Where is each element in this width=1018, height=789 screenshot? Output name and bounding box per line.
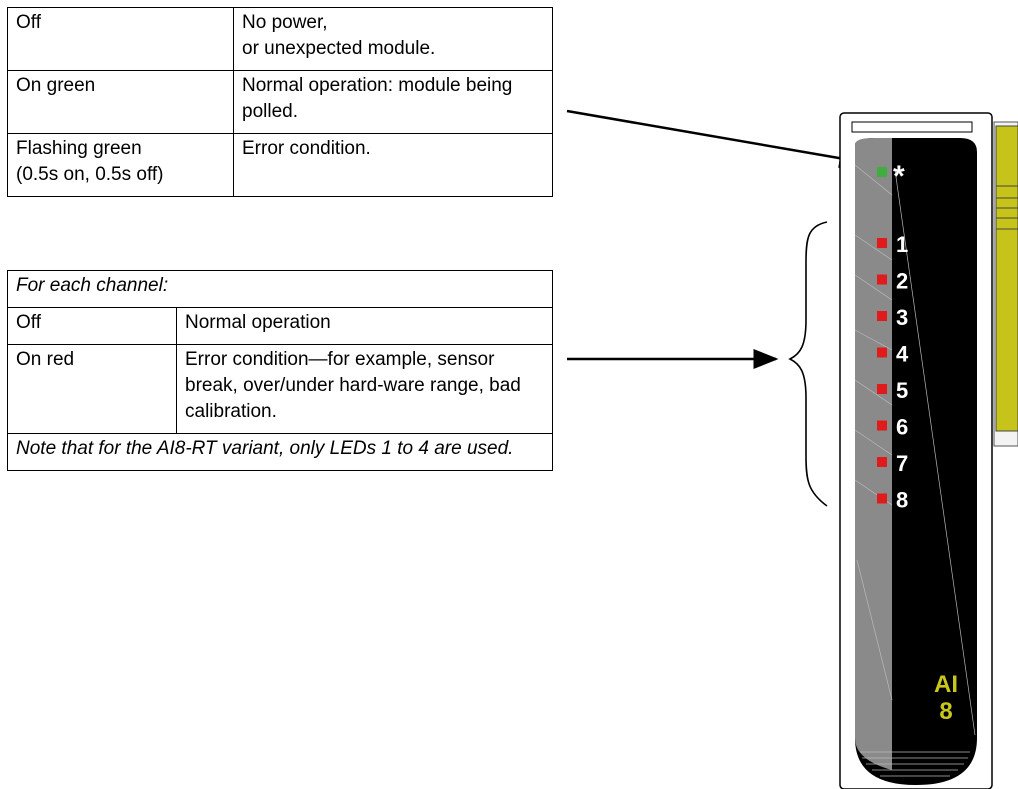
- model-label-line1: AI: [934, 671, 958, 698]
- table-row: Off Normal operation: [7, 307, 553, 345]
- table-row: Off No power, or unexpected module.: [7, 7, 553, 71]
- channel-led-2: [877, 274, 887, 285]
- table-row: On red Error condition—for example, sens…: [7, 344, 553, 434]
- channel-label-7: 7: [896, 451, 908, 476]
- channel-label-8: 8: [896, 488, 908, 513]
- table-row: Flashing green (0.5s on, 0.5s off) Error…: [7, 133, 553, 197]
- state-cell: On red: [7, 344, 177, 434]
- model-label-line2: 8: [939, 698, 952, 725]
- channel-led-table: For each channel: Off Normal operation O…: [7, 270, 553, 471]
- channel-label-4: 4: [896, 342, 909, 367]
- table-row: On green Normal operation: module being …: [7, 70, 553, 134]
- table-header: For each channel:: [7, 270, 553, 308]
- channel-led-5: [877, 384, 887, 394]
- adjacent-module: [993, 121, 1018, 447]
- table-note: Note that for the AI8-RT variant, only L…: [7, 433, 553, 471]
- state-cell: Off: [7, 7, 234, 71]
- meaning-text: Error condition.: [242, 138, 371, 159]
- channel-led-3: [877, 311, 887, 321]
- table-note-row: Note that for the AI8-RT variant, only L…: [7, 433, 553, 471]
- channel-label-1: 1: [896, 232, 908, 257]
- channel-label-3: 3: [896, 305, 908, 330]
- module-side-bevel: [855, 138, 892, 770]
- channel-led-6: [877, 420, 887, 431]
- meaning-text: Normal operation: module being polled.: [242, 75, 513, 122]
- status-led-table: Off No power, or unexpected module. On g…: [7, 7, 553, 197]
- channel-led-4: [877, 347, 887, 358]
- channel-label-6: 6: [896, 415, 908, 440]
- state-cell: On green: [7, 70, 234, 134]
- status-arrow: [566, 109, 865, 169]
- meaning-text: No power, or unexpected module.: [242, 12, 436, 59]
- module-label-slot: [851, 121, 973, 133]
- state-cell: Flashing green (0.5s on, 0.5s off): [7, 133, 234, 197]
- channel-label-5: 5: [896, 378, 908, 403]
- channel-leds: 1 2 3 4 5 6 7 8: [877, 232, 909, 513]
- channel-led-7: [877, 457, 887, 467]
- channel-brace: [788, 221, 828, 507]
- channel-led-8: [877, 493, 887, 504]
- table-header-row: For each channel:: [7, 270, 553, 308]
- state-text: Off: [16, 12, 41, 33]
- state-text: Flashing green (0.5s on, 0.5s off): [16, 138, 164, 185]
- channel-led-1: [877, 238, 887, 248]
- state-text: On green: [16, 75, 96, 96]
- channel-label-2: 2: [896, 269, 908, 294]
- meaning-cell: Error condition.: [233, 133, 553, 197]
- meaning-cell: Normal operation: [176, 307, 553, 345]
- meaning-cell: Normal operation: module being polled.: [233, 70, 553, 134]
- status-symbol: *: [893, 160, 905, 193]
- adjacent-module-panel: [995, 125, 1018, 432]
- meaning-cell: Error condition—for example, sensor brea…: [176, 344, 553, 434]
- status-led: [877, 167, 887, 177]
- bevel-lines: [854, 164, 976, 777]
- meaning-cell: No power, or unexpected module.: [233, 7, 553, 71]
